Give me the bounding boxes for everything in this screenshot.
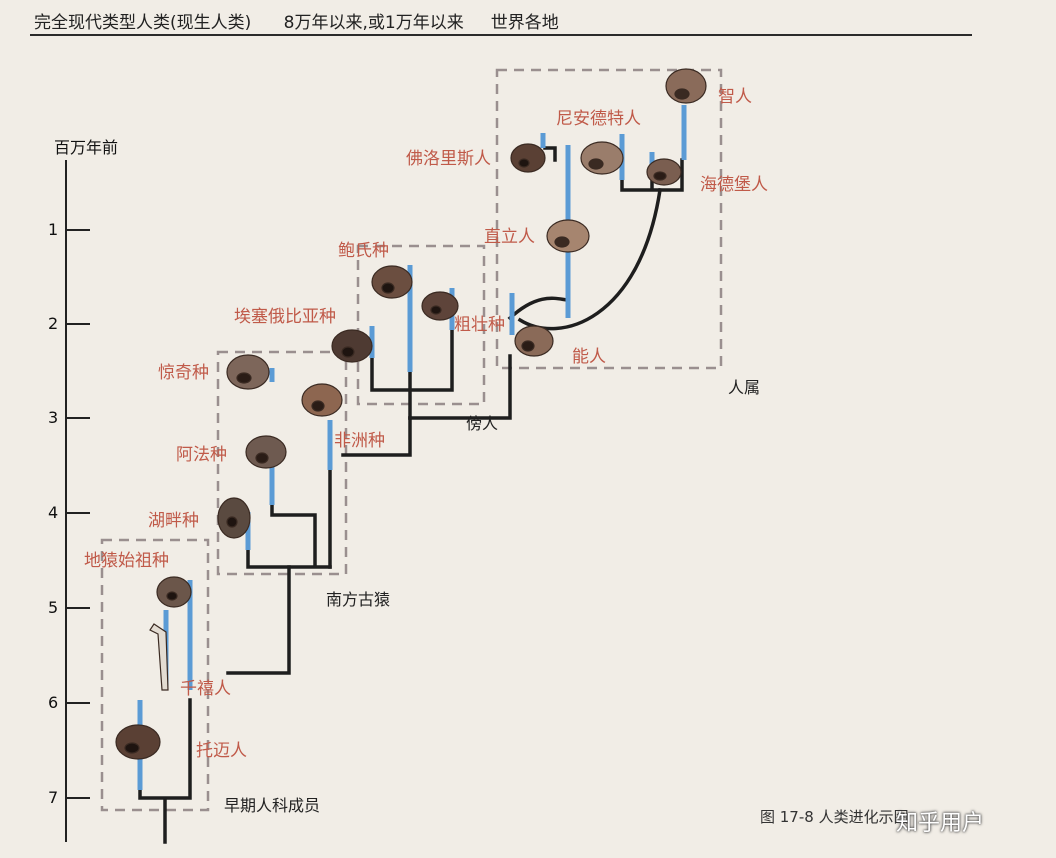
skull-sahelanthropus-icon [116, 725, 160, 759]
skull-aethiopicus-icon [332, 330, 372, 362]
species-label-erectus: 直立人 [484, 222, 535, 247]
species-label-sapiens: 智人 [718, 82, 752, 107]
tick-label: 3 [48, 408, 58, 427]
time-axis [66, 160, 90, 842]
late-homo-curve [520, 190, 660, 329]
skull-anamensis-icon [218, 498, 250, 538]
skull-robustus-icon [422, 292, 458, 320]
skull-neanderthal-icon [581, 142, 623, 174]
group-label-australopithecus: 南方古猿 [326, 586, 390, 610]
axis-title: 百万年前 [54, 134, 118, 158]
tick-label: 1 [48, 220, 58, 239]
watermark: 知乎用户 [896, 805, 984, 837]
species-label-heidelbergensis: 海德堡人 [700, 170, 768, 195]
fossil-ramidus-icon [157, 577, 191, 607]
species-label-garhi: 惊奇种 [158, 358, 209, 383]
skull-sapiens-icon [666, 69, 706, 103]
species-label-sahelanthropus: 托迈人 [196, 736, 247, 761]
species-label-floresiensis: 佛洛里斯人 [406, 144, 491, 169]
species-label-orrorin: 千禧人 [180, 674, 231, 699]
species-label-robustus: 粗壮种 [454, 310, 505, 335]
femur-orrorin-icon [150, 624, 168, 690]
species-label-ramidus: 地猿始祖种 [84, 546, 169, 571]
group-label-early-hominins: 早期人科成员 [224, 792, 320, 816]
tick-label: 7 [48, 788, 58, 807]
homo-stem [410, 356, 510, 418]
group-label-paranthropus: 傍人 [466, 410, 498, 434]
orrorin-to-aus-branch [228, 567, 289, 673]
tick-label: 6 [48, 693, 58, 712]
species-label-boisei: 鲍氏种 [338, 236, 389, 261]
species-label-neanderthal: 尼安德特人 [556, 104, 641, 129]
species-label-anamensis: 湖畔种 [148, 506, 199, 531]
skull-garhi-icon [227, 355, 269, 389]
tick-label: 4 [48, 503, 58, 522]
skull-erectus-icon [547, 220, 589, 252]
tick-label: 2 [48, 314, 58, 333]
root-branch [140, 700, 190, 842]
species-label-aethiopicus: 埃塞俄比亚种 [234, 302, 336, 327]
species-label-africanus: 非洲种 [334, 426, 385, 451]
skull-boisei-icon [372, 266, 412, 298]
skull-floresiensis-icon [511, 144, 545, 172]
tick-label: 5 [48, 598, 58, 617]
group-label-homo: 人属 [728, 374, 760, 398]
species-label-habilis: 能人 [572, 342, 606, 367]
species-label-afarensis: 阿法种 [176, 440, 227, 465]
skull-habilis-icon [515, 326, 553, 356]
skull-afarensis-icon [246, 436, 286, 468]
skull-heidelbergensis-icon [647, 159, 681, 185]
skull-africanus-icon [302, 384, 342, 416]
figure-caption: 图 17-8 人类进化示图 [760, 806, 909, 827]
aus-crown-branch [248, 500, 330, 567]
